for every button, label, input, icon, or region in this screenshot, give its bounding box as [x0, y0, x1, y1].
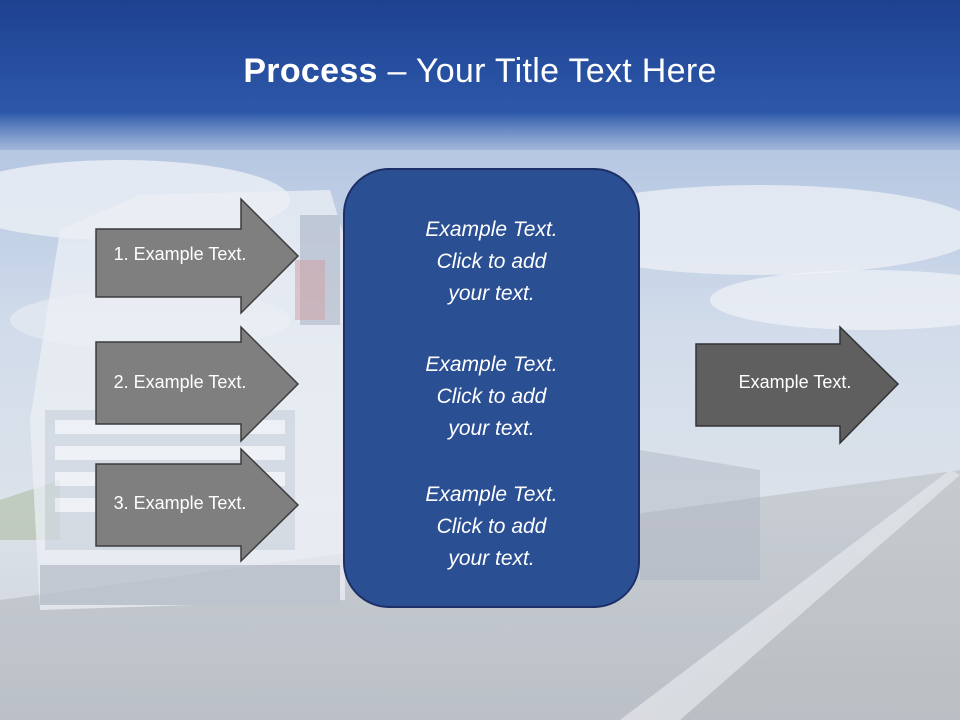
center-text-block-3: Example Text. Click to add your text. [345, 479, 638, 575]
slide-title: Process – Your Title Text Here [0, 52, 960, 91]
center-text-box[interactable]: Example Text. Click to add your text. Ex… [343, 168, 640, 608]
text-line: your text. [448, 547, 535, 570]
text-line: Click to add [436, 250, 547, 273]
process-step-label: 1. Example Text. [113, 244, 247, 264]
title-bold: Process [243, 52, 378, 90]
process-step-label: 2. Example Text. [113, 372, 247, 392]
text-line: your text. [448, 282, 535, 305]
text-line: your text. [448, 417, 535, 440]
process-step-arrow-2[interactable]: 2. Example Text. [95, 325, 300, 443]
arrow-shape [95, 197, 300, 315]
process-step-label: 3. Example Text. [113, 493, 247, 513]
text-line: Click to add [436, 515, 547, 538]
result-arrow[interactable]: Example Text. [695, 325, 900, 445]
title-rest: – Your Title Text Here [377, 52, 717, 90]
text-line: Example Text. [425, 218, 558, 241]
process-step-arrow-3[interactable]: 3. Example Text. [95, 447, 300, 564]
arrow-shape [95, 325, 300, 443]
result-label: Example Text. [738, 372, 852, 392]
text-line: Example Text. [425, 483, 558, 506]
arrow-shape [695, 325, 900, 445]
center-text-block-2: Example Text. Click to add your text. [345, 349, 638, 445]
text-line: Example Text. [425, 353, 558, 376]
arrow-shape [95, 447, 300, 563]
text-line: Click to add [436, 385, 547, 408]
center-text-block-1: Example Text. Click to add your text. [345, 214, 638, 310]
process-step-arrow-1[interactable]: 1. Example Text. [95, 197, 300, 315]
